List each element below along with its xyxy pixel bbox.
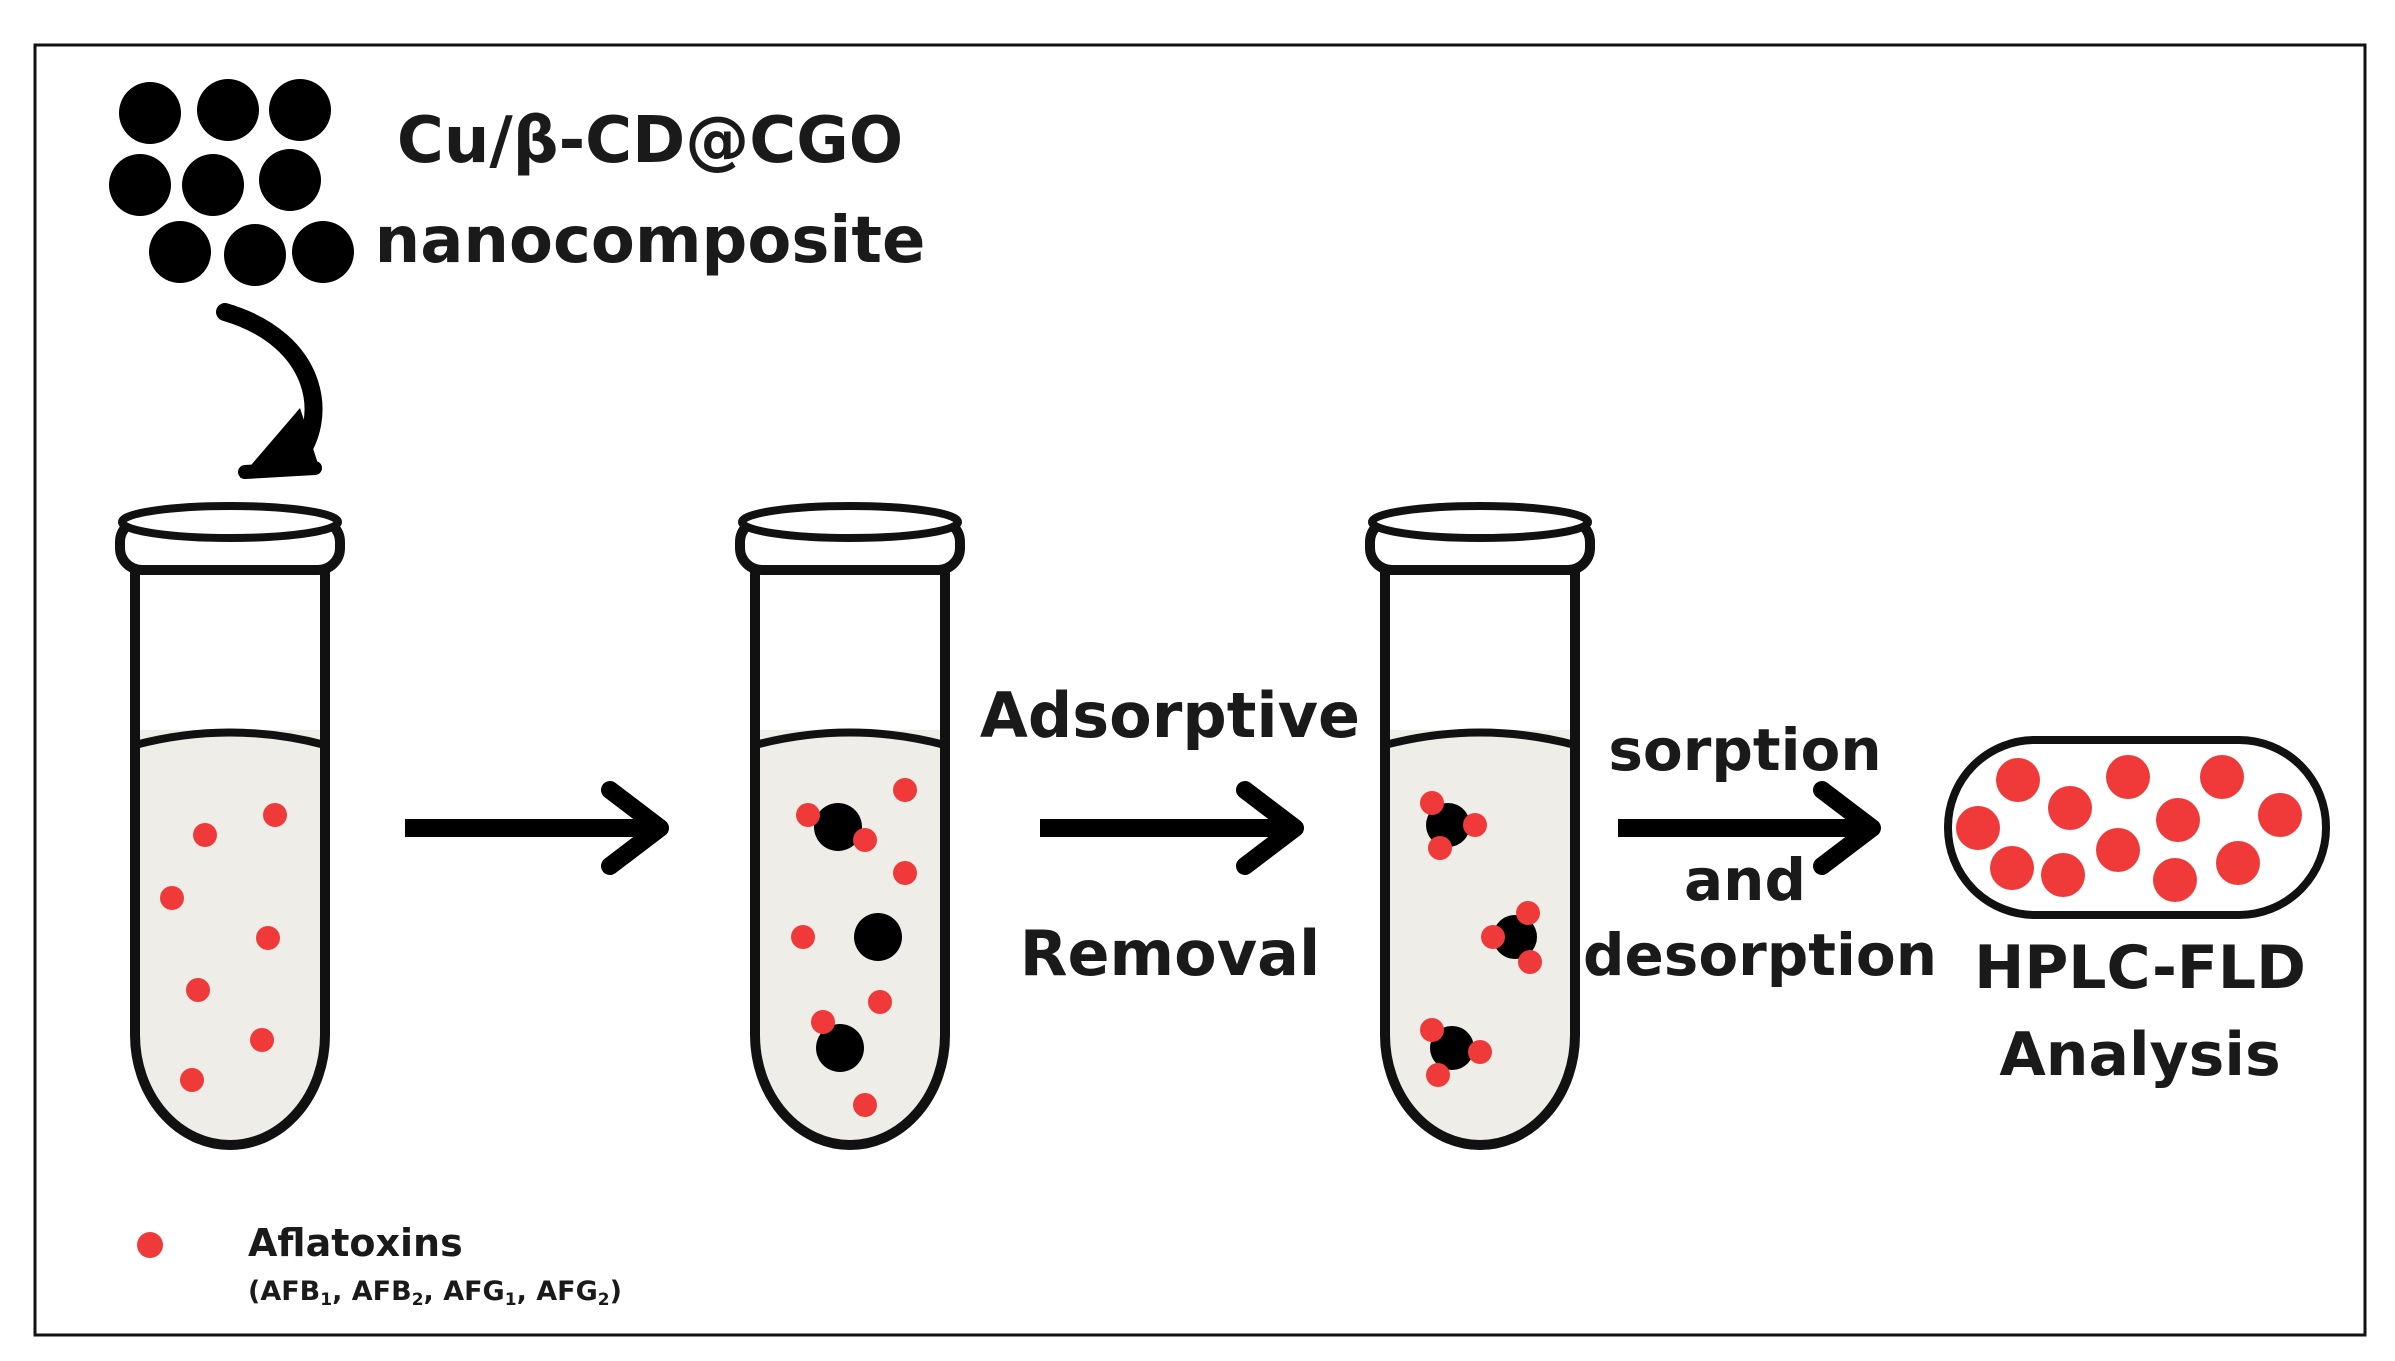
nanoparticle: [1426, 803, 1470, 847]
nanoparticle: [269, 79, 331, 141]
analysis-label-line2: Analysis: [1999, 1020, 2280, 1090]
aflatoxin-dot: [1516, 901, 1540, 925]
aflatoxin-dot: [263, 803, 287, 827]
aflatoxin-dot: [250, 1028, 274, 1052]
nanocomposite-title-line2: nanocomposite: [375, 204, 926, 278]
nanoparticle: [182, 154, 244, 216]
aflatoxin-dot: [1420, 791, 1444, 815]
aflatoxin-dot: [2156, 798, 2200, 842]
aflatoxin-dot: [1996, 758, 2040, 802]
aflatoxin-dot: [791, 925, 815, 949]
aflatoxin-dot: [2106, 755, 2150, 799]
nanoparticle: [854, 913, 902, 961]
aflatoxin-dot: [2041, 853, 2085, 897]
curved-arrow-icon: [216, 303, 323, 479]
nanocomposite-title-line1: Cu/β-CD@CGO: [397, 104, 903, 178]
step-label-adsorptive: Adsorptive: [980, 679, 1360, 752]
legend-sublabel: (AFB1, AFB2, AFG1, AFG2): [248, 1276, 622, 1310]
aflatoxin-dot: [811, 1010, 835, 1034]
aflatoxin-dot: [1518, 950, 1542, 974]
nanoparticle: [149, 221, 211, 283]
aflatoxin-dot: [868, 990, 892, 1014]
nanoparticle: [109, 154, 171, 216]
aflatoxin-dot: [1956, 806, 2000, 850]
aflatoxin-dot: [1990, 846, 2034, 890]
nanoparticle: [197, 79, 259, 141]
arrow-right-icon: [405, 781, 669, 875]
aflatoxin-dot: [796, 803, 820, 827]
step-label-sorption: sorption: [1608, 716, 1881, 784]
nanoparticle: [1493, 915, 1537, 959]
aflatoxin-dot: [1463, 813, 1487, 837]
nanoparticle: [816, 1024, 864, 1072]
aflatoxin-dot: [1426, 1063, 1450, 1087]
nanoparticle: [292, 221, 354, 283]
aflatoxin-dot: [1481, 925, 1505, 949]
arrow-right-icon: [1618, 781, 1881, 875]
aflatoxin-dot: [2200, 755, 2244, 799]
aflatoxin-dot: [2258, 793, 2302, 837]
nanoparticle: [119, 82, 181, 144]
aflatoxin-particles: [160, 803, 287, 1092]
aflatoxin-dot: [2216, 841, 2260, 885]
aflatoxin-dot: [1420, 1018, 1444, 1042]
legend-label: Aflatoxins: [248, 1221, 463, 1265]
aflatoxin-dot: [893, 861, 917, 885]
nanoparticle: [259, 149, 321, 211]
nanoparticles: [814, 803, 902, 1072]
legend: Aflatoxins (AFB1, AFB2, AFG1, AFG2): [137, 1221, 622, 1310]
aflatoxin-dot: [2096, 828, 2140, 872]
aflatoxin-dot: [2048, 786, 2092, 830]
nanoparticles-with-aflatoxins: [1420, 791, 1542, 1087]
aflatoxin-dot: [180, 1068, 204, 1092]
aflatoxin-dot: [893, 778, 917, 802]
step-label-and: and: [1684, 846, 1806, 914]
aflatoxin-particles: [791, 778, 917, 1117]
step-label-removal: Removal: [1020, 917, 1321, 990]
analysis-label-line1: HPLC-FLD: [1974, 933, 2306, 1003]
aflatoxin-dot: [186, 978, 210, 1002]
aflatoxin-dot: [853, 1093, 877, 1117]
test-tube-1: [115, 502, 345, 1150]
step-label-desorption: desorption: [1583, 921, 1937, 989]
test-tube-2: [735, 502, 965, 1150]
nanoparticle: [814, 803, 862, 851]
aflatoxin-dot: [853, 828, 877, 852]
nanocomposite-cluster: [109, 79, 354, 286]
aflatoxin-dot: [1428, 836, 1452, 860]
arrow-right-icon: [1040, 781, 1304, 875]
aflatoxin-dot: [256, 926, 280, 950]
diagram-frame: [33, 43, 2367, 1337]
aflatoxin-dot: [2153, 858, 2197, 902]
aflatoxin-dot: [193, 823, 217, 847]
hplc-sample-capsule: [1944, 736, 2330, 919]
aflatoxin-dot: [1468, 1040, 1492, 1064]
nanoparticle: [224, 224, 286, 286]
aflatoxin-dot: [160, 886, 184, 910]
test-tube-3: [1365, 502, 1595, 1150]
legend-aflatoxin-dot: [137, 1232, 163, 1258]
